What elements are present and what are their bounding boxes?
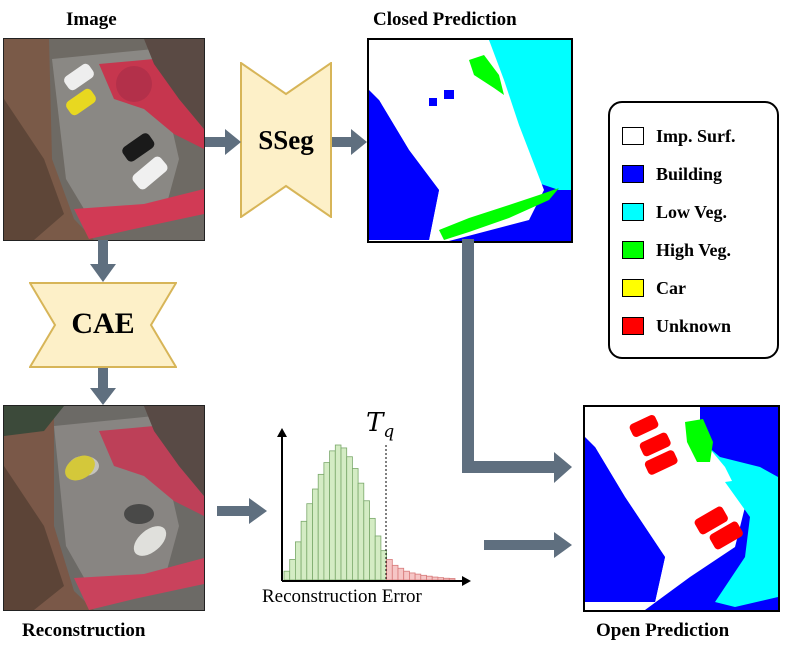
legend-label: Car xyxy=(656,277,686,298)
open-prediction-title: Open Prediction xyxy=(596,620,730,641)
outlier-bar xyxy=(437,577,444,581)
outlier-bar xyxy=(443,577,450,581)
x-axis-arrowhead xyxy=(462,576,471,586)
image-title: Image xyxy=(66,9,117,30)
inlier-bar xyxy=(317,473,325,581)
arrow-image-to-sseg xyxy=(205,129,241,155)
reconstruction-error-histogram xyxy=(277,428,471,586)
legend-item-unknown: Unknown xyxy=(622,313,731,339)
outlier-bar xyxy=(386,559,393,581)
inlier-bar xyxy=(352,468,359,581)
inlier-bar xyxy=(340,447,348,581)
arrow-closed-to-open xyxy=(462,239,572,483)
outlier-bar xyxy=(414,573,422,581)
legend-swatch xyxy=(622,317,644,335)
legend-swatch xyxy=(622,203,644,221)
legend-swatch xyxy=(622,127,644,145)
inlier-bar xyxy=(374,535,382,581)
sseg-module xyxy=(240,62,332,218)
legend-item-imp-surf: Imp. Surf. xyxy=(622,123,736,149)
inlier-bar xyxy=(334,444,342,581)
legend-swatch xyxy=(622,279,644,297)
closed-prediction-title: Closed Prediction xyxy=(373,9,517,30)
sseg-label: SSeg xyxy=(258,125,314,155)
legend-swatch xyxy=(622,165,644,183)
legend-label: Unknown xyxy=(656,315,732,336)
y-axis-arrowhead xyxy=(277,428,287,437)
arrow-sseg-to-closed xyxy=(332,129,367,155)
reconstruction-image xyxy=(3,405,205,611)
histogram-x-label: Reconstruction Error xyxy=(262,586,422,607)
outlier-bar xyxy=(420,574,427,581)
outlier-bar xyxy=(408,572,416,581)
arrow-cae-to-reconstruction xyxy=(90,368,116,405)
arrow-histogram-to-open xyxy=(484,532,572,558)
class-legend: Imp. Surf. Building Low Veg. High Veg. C… xyxy=(608,101,779,359)
inlier-bar xyxy=(306,503,313,581)
inlier-bar xyxy=(329,450,336,581)
outlier-bar xyxy=(391,564,399,581)
inlier-bar xyxy=(346,456,353,581)
inlier-bar xyxy=(283,570,291,581)
inlier-bar xyxy=(323,462,331,581)
legend-item-car: Car xyxy=(622,275,686,301)
outlier-bar xyxy=(397,567,405,581)
inlier-bar xyxy=(300,520,308,581)
arrow-image-to-cae xyxy=(90,240,116,282)
legend-item-building: Building xyxy=(622,161,722,187)
arrow-reconstruction-to-histogram xyxy=(217,498,267,524)
cae-label: CAE xyxy=(71,307,135,340)
inlier-bar xyxy=(312,488,319,581)
outlier-bar xyxy=(431,576,439,581)
legend-label: Low Veg. xyxy=(656,201,728,222)
legend-label: High Veg. xyxy=(656,239,732,260)
threshold-label: Tq xyxy=(366,408,394,442)
open-prediction-map xyxy=(583,405,780,612)
inlier-bar xyxy=(357,482,365,581)
threshold-symbol: T xyxy=(366,408,384,438)
threshold-subscript: q xyxy=(383,422,395,443)
input-aerial-image xyxy=(3,38,205,241)
inlier-bar xyxy=(369,517,376,581)
legend-label: Imp. Surf. xyxy=(656,125,736,146)
legend-label: Building xyxy=(656,163,723,184)
closed-prediction-map xyxy=(367,38,573,243)
reconstruction-title: Reconstruction xyxy=(22,620,146,641)
cae-module xyxy=(29,282,177,368)
legend-item-low-veg: Low Veg. xyxy=(622,199,727,225)
legend-swatch xyxy=(622,241,644,259)
inlier-bar xyxy=(289,559,296,581)
legend-item-high-veg: High Veg. xyxy=(622,237,731,263)
outlier-bar xyxy=(448,578,456,581)
outlier-bar xyxy=(426,575,433,581)
inlier-bar xyxy=(363,500,370,581)
outlier-bar xyxy=(403,570,410,581)
inlier-bar xyxy=(295,541,302,581)
